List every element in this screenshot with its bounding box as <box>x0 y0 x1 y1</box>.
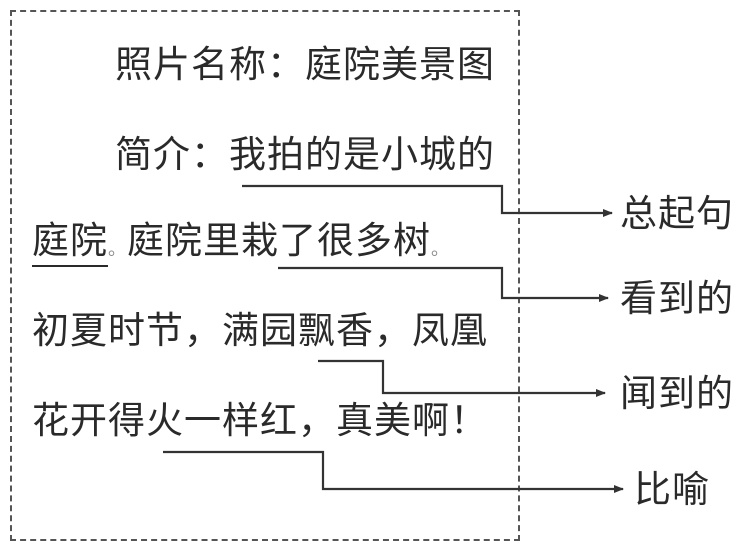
annotation-label-metaphor: 比喻 <box>634 468 710 511</box>
annotation-label-smelled: 闻到的 <box>620 372 734 415</box>
intro-label: 简介： <box>115 133 229 176</box>
early-summer-line: 初夏时节，满园飘香，凤凰 <box>32 309 488 352</box>
annotation-label-topic-sentence: 总起句 <box>620 192 734 235</box>
annotation-label-seen: 看到的 <box>620 277 734 320</box>
courtyard-line: 庭院。庭院里栽了很多树。 <box>32 219 450 267</box>
intro-line: 简介：我拍的是小城的 <box>115 136 495 173</box>
flower-line: 花开得火一样红，真美啊！ <box>32 399 488 442</box>
underlined-courtyard-word: 庭院 <box>32 219 108 267</box>
photo-title-line: 照片名称：庭院美景图 <box>115 43 495 86</box>
period-mark: 。 <box>431 239 450 260</box>
period-mark: 。 <box>108 239 127 260</box>
dashed-photo-card-border <box>10 10 520 541</box>
intro-topic-text: 我拍的是小城的 <box>229 133 495 176</box>
courtyard-text: 庭院里 <box>127 219 241 262</box>
trees-text: 栽了很多树 <box>241 219 431 262</box>
